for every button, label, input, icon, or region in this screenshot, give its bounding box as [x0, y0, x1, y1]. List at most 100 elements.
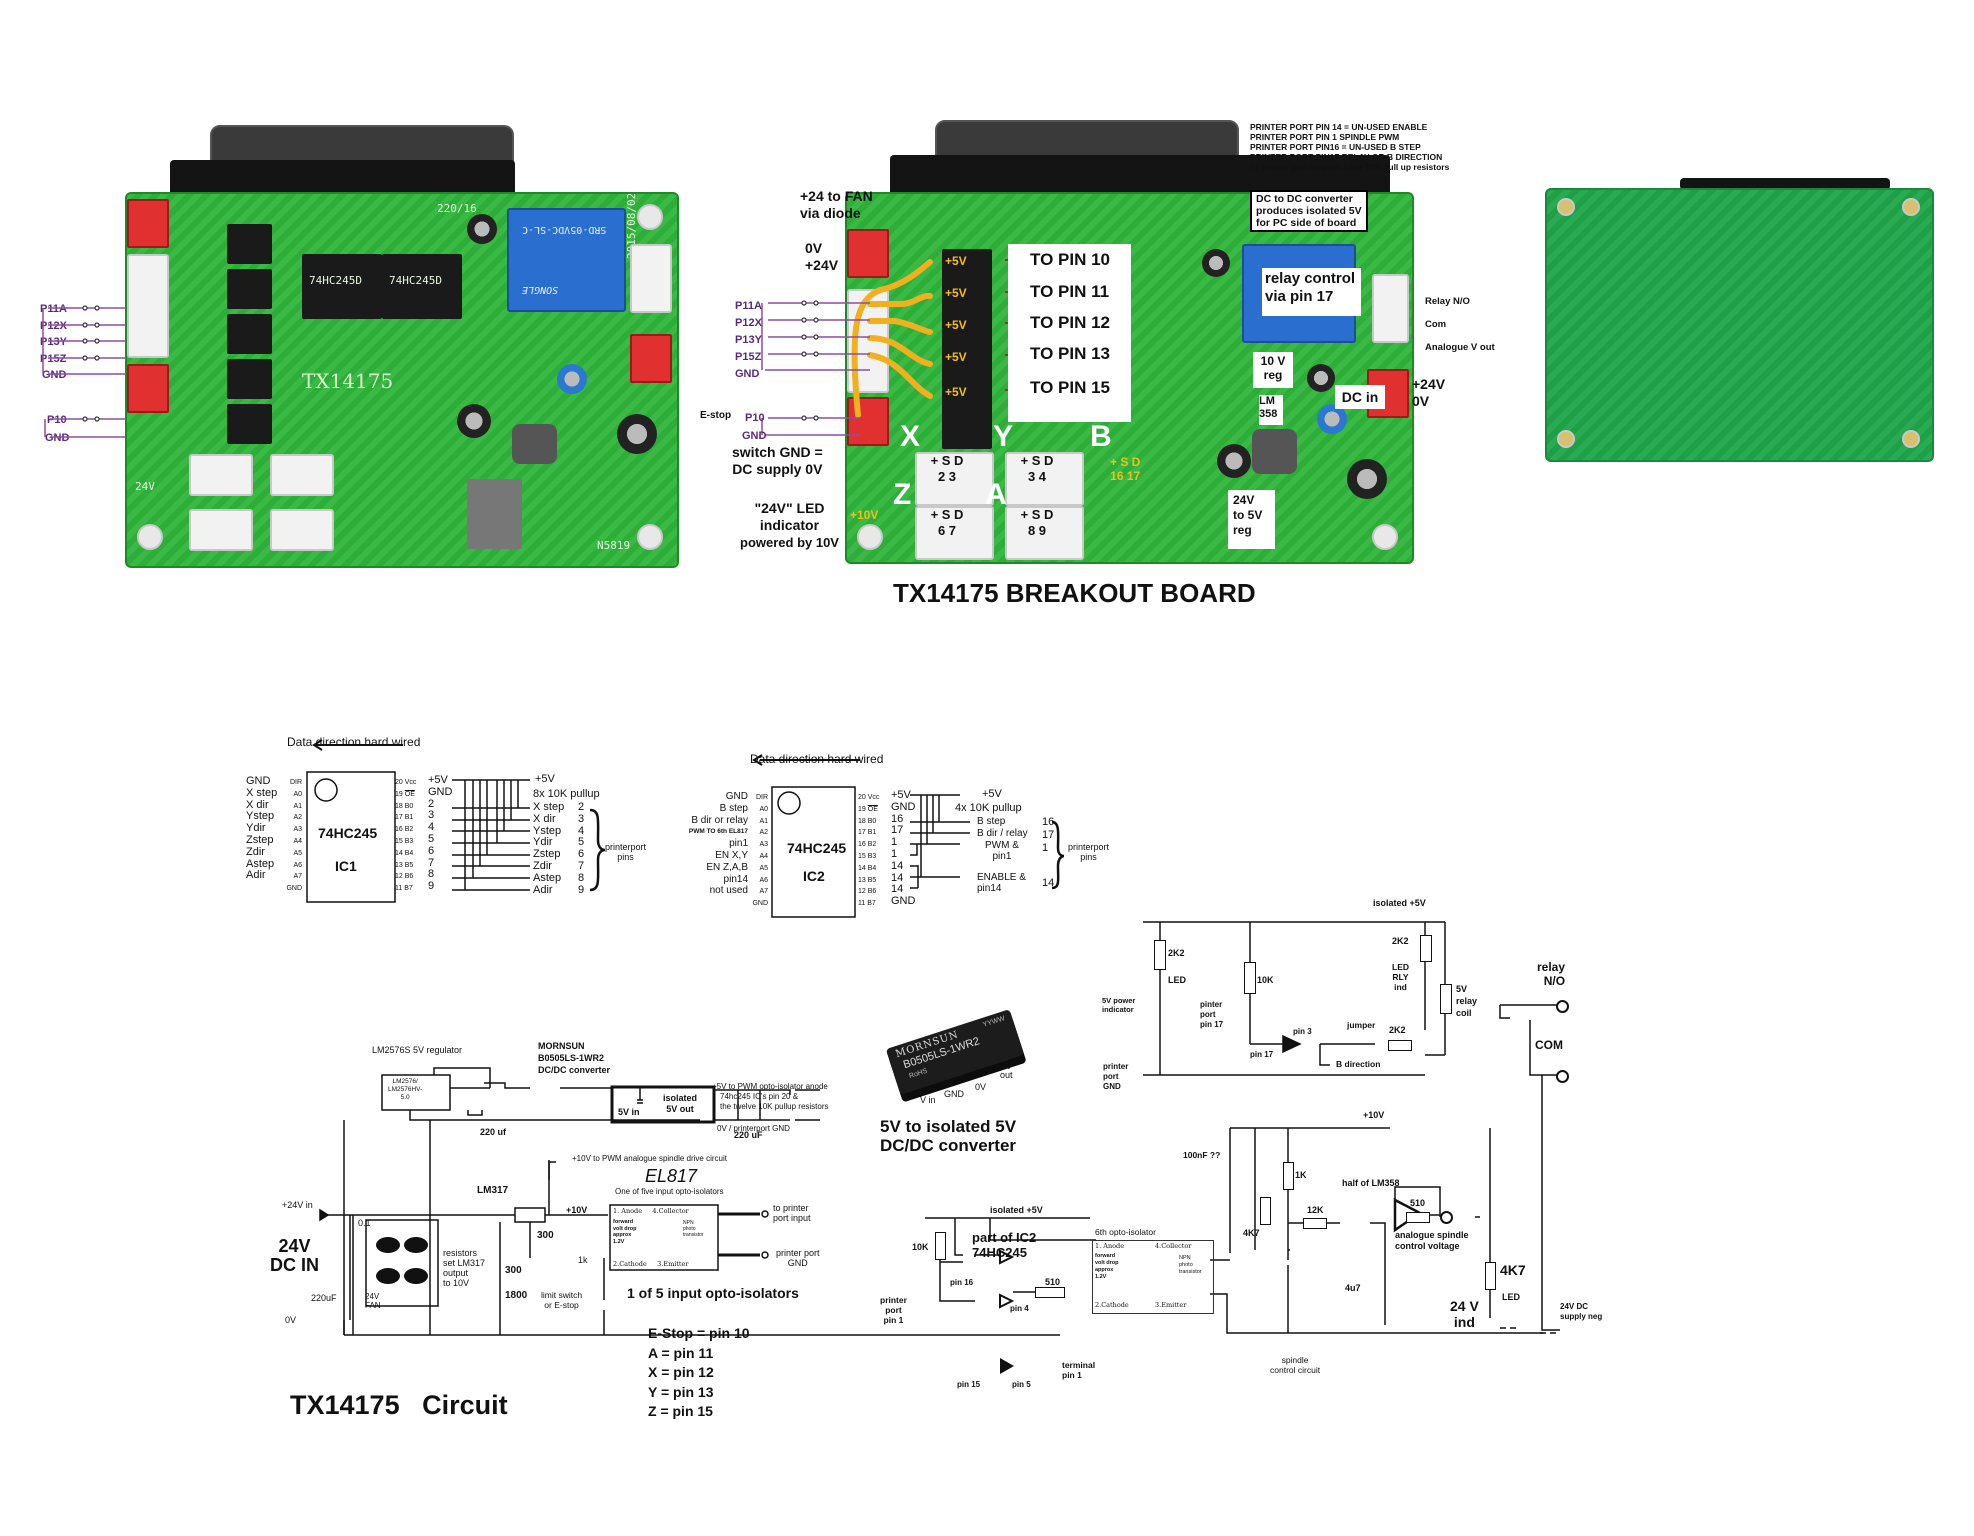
dcdc-caption-1: 5V to isolated 5V — [880, 1117, 1017, 1136]
ic2-lpin-7: A6 — [759, 876, 768, 884]
ic2-chip-name: 74HC245 — [787, 840, 847, 856]
led-note-line1: "24V" LED — [754, 500, 825, 516]
dc-in-line1: 24V — [278, 1236, 311, 1256]
ic1-heading: Data direction hard wired — [287, 735, 421, 749]
dcdc-pin-vout: +V out — [1000, 1061, 1013, 1080]
ic1-rpin-1: OE — [404, 790, 415, 798]
res-1k: 1K — [1295, 1170, 1307, 1180]
note-pin14: PRINTER PORT PIN 14 = UN-USED ENABLE — [1250, 122, 1428, 132]
label-p12x-2: P12X — [735, 317, 762, 329]
spindle-caption: spindle control circuit — [1270, 1355, 1320, 1375]
ic1-lpin-9: GND — [286, 885, 302, 893]
opto-cathode: 2.Cathode — [613, 1260, 647, 1268]
to-pin-12: TO PIN 12 — [1030, 313, 1110, 332]
ic1-sig-4: Ydir — [246, 822, 266, 835]
ic1-chip-name: 74HC245 — [318, 825, 378, 841]
opto6-anode: 1. Anode — [1095, 1242, 1125, 1250]
limit-note-1: limit switch — [541, 1290, 583, 1300]
in24-label: +24V in — [282, 1200, 313, 1210]
dcdc-out-line2: 5V out — [666, 1104, 694, 1114]
power-ind-1: 5V power — [1102, 996, 1136, 1005]
res-510b: 510 — [1410, 1198, 1426, 1208]
ic1-out-2: Ystep — [533, 824, 562, 837]
opto6-box: 1. Anode 4.Collector forward volt drop a… — [1092, 1240, 1214, 1314]
ic1-bracket-line1: printerport — [605, 842, 647, 852]
pcb-back-side — [1545, 188, 1934, 462]
ind24-note: 24 V ind — [1450, 1298, 1479, 1330]
to-pin-11: TO PIN 11 — [1030, 282, 1110, 301]
ic1-sig-1: X step — [246, 786, 278, 799]
label-com: Com — [1425, 319, 1447, 330]
ic2-left-pins: DIR A0 A1 A2 A3 A4 A5 A6 A7 GND — [748, 792, 768, 910]
reg5-line3: reg — [1233, 523, 1252, 537]
opto6-collector: 4.Collector — [1155, 1242, 1192, 1250]
opto-emitter: 3.Emitter — [657, 1260, 689, 1268]
ic2-right-pins: 20 Vcc 19 OE 18 B0 17 B1 16 B2 15 B3 14 … — [858, 792, 879, 910]
relay — [507, 208, 626, 312]
spindle-rail5: isolated +5V — [990, 1205, 1043, 1215]
ic1-out-5: Zdir — [533, 859, 552, 872]
supply-neg-2: supply neg — [1560, 1312, 1603, 1321]
spindle-caption-2: control circuit — [1270, 1365, 1321, 1375]
label-p11a: P11A — [40, 303, 67, 315]
dc-in-note: DC in — [1335, 385, 1385, 409]
out-plus-line1: +5V to PWM opto-isolator anode — [712, 1082, 828, 1091]
ic2-net-0: +5V — [891, 789, 911, 801]
printer-port-notes: PRINTER PORT PIN 14 = UN-USED ENABLE PRI… — [1250, 122, 1449, 172]
ic2-lpin-0: DIR — [755, 794, 768, 801]
power-0v: 0V — [805, 240, 823, 256]
ic1-left-signals: GND X step X dir Ystep Ydir Zstep Zdir A… — [246, 775, 278, 882]
dc-in-connector — [630, 334, 672, 383]
axis-x-label: X — [900, 420, 921, 453]
plus10v-label: +10V — [566, 1205, 588, 1215]
ic2-lpin-3: A2 — [759, 829, 768, 837]
res-1k: 1k — [578, 1255, 588, 1265]
opamp-label: half of LM358 — [1342, 1178, 1400, 1188]
ic2-out-2: PWM & pin1 — [985, 840, 1019, 862]
opto6-npn-2: photo — [1179, 1262, 1193, 1268]
printer-pin1-note: printer port pin 1 — [880, 1295, 907, 1325]
axis-y-pins-nums: 3 4 — [1027, 469, 1047, 484]
ic2-rnum-8: 12 — [858, 888, 866, 896]
ic1-net-5: 5 — [428, 832, 435, 845]
fan-power-label: 0V +24V — [805, 240, 838, 274]
led-rly-1: LED — [1392, 962, 1409, 972]
ic1-rnum-0: 20 — [395, 779, 403, 786]
ic1-out-3: Ydir — [533, 836, 553, 849]
ic2-net-9: GND — [891, 895, 916, 908]
led-rly-3: ind — [1394, 982, 1407, 992]
opto6-npn: NPN photo transistor — [1179, 1255, 1202, 1276]
spindle-pin16: pin 16 — [950, 1278, 974, 1287]
db25-back — [1680, 178, 1890, 190]
res-4k7: 4K7 — [1243, 1228, 1260, 1238]
note-pin17: PRINTER PORT PIN17 RELAY OR B DIRECTION — [1250, 152, 1443, 162]
relay-note-line2: via pin 17 — [1265, 288, 1334, 305]
ic1-lpin-0: DIR — [289, 779, 302, 786]
ic2-bracket-line1: printerport — [1068, 842, 1110, 852]
com-label: COM — [1535, 1038, 1563, 1052]
fan-icon — [376, 1237, 428, 1284]
dc-power-0v: 0V — [1412, 393, 1430, 409]
dc-in-label: 24V DC IN — [270, 1237, 319, 1275]
ic1-out-7: Adir — [533, 883, 553, 896]
ic1-lpin-1: A0 — [293, 790, 302, 798]
cap-220-label: 220uF — [311, 1293, 337, 1303]
led-24v: LED — [1502, 1292, 1520, 1302]
to-pin-15: TO PIN 15 — [1030, 378, 1110, 397]
cap-100nf: 100nF ?? — [1183, 1150, 1221, 1160]
pcb-model-label: TX14175 — [302, 369, 394, 393]
pin17-in-3: pin 17 — [1200, 1020, 1224, 1029]
pin-map-z: Z = pin 15 — [648, 1403, 713, 1419]
ic1-sig-5: Zstep — [246, 833, 274, 846]
relay-terminal-2 — [1372, 274, 1409, 343]
dcdc-note-line1: DC to DC converter — [1256, 193, 1353, 205]
ic1-net-0: +5V — [428, 774, 448, 786]
ic2-part-2: 74HC245 — [972, 1245, 1027, 1260]
ic2-rpin-3: B1 — [867, 829, 877, 837]
reg-title: LM2576S 5V regulator — [372, 1045, 463, 1055]
res-note-3: output — [443, 1268, 469, 1278]
limit-note-2: or E-stop — [544, 1300, 579, 1310]
relay-marking: SRD-05VDC-SL-C — [522, 224, 607, 235]
z-axis-connector — [189, 509, 253, 551]
axis-b-pins: + S D 16 17 — [1110, 455, 1140, 483]
